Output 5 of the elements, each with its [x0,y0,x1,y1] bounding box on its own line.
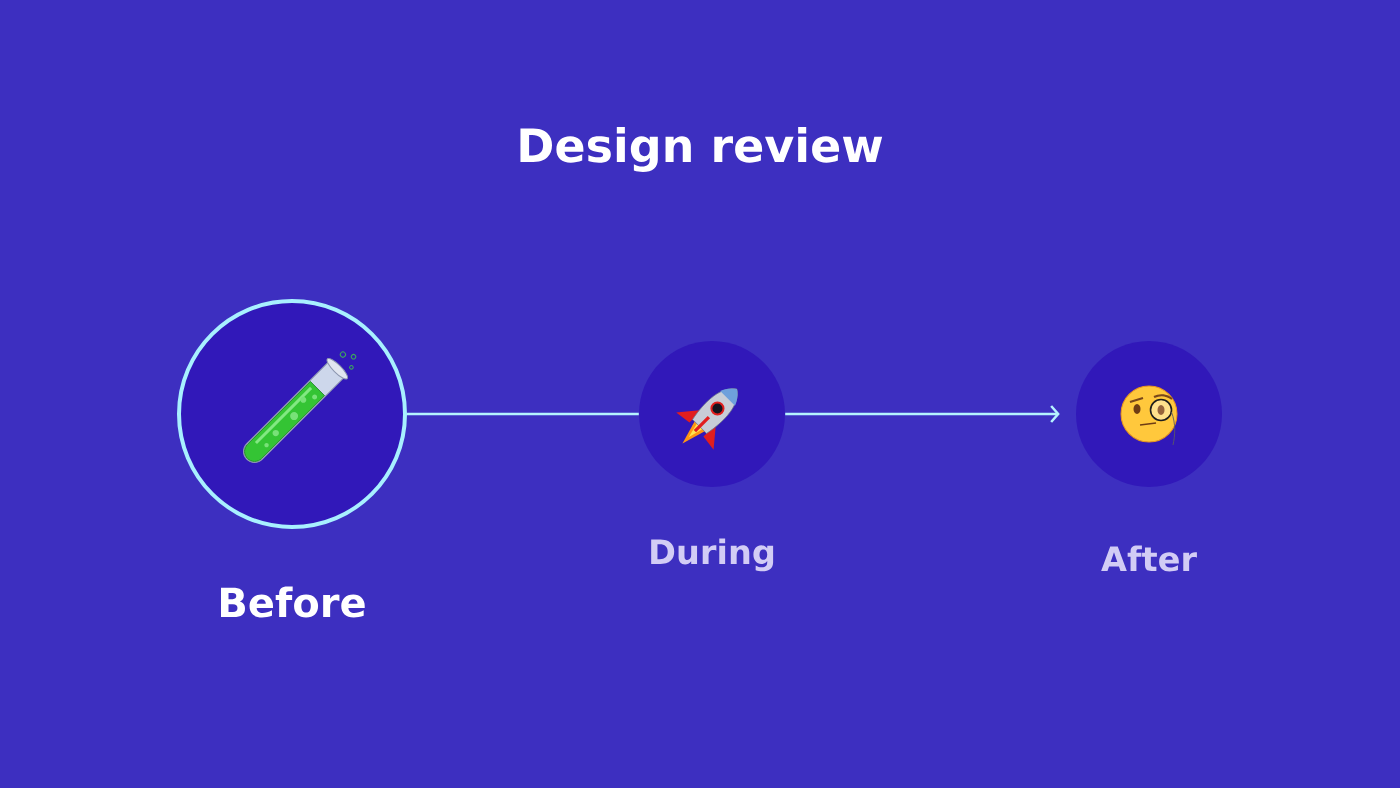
step-label: During [651,538,774,572]
step-label: Before [221,586,365,618]
title: Design review [520,127,883,172]
step-label: After [1101,545,1197,572]
connector-arrow [785,405,1060,423]
